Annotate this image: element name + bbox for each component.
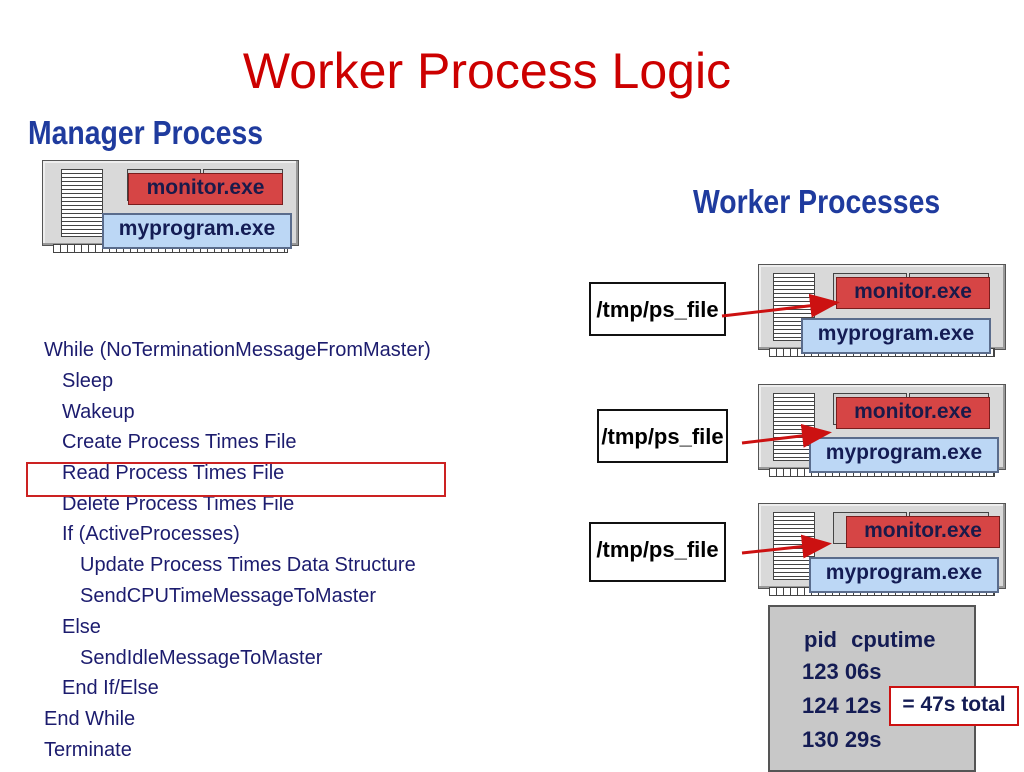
- code-line: Create Process Times File: [62, 431, 297, 453]
- code-line: Terminate: [44, 739, 132, 761]
- read-file-highlight: [26, 462, 446, 497]
- worker-2-monitor-label: monitor.exe: [836, 397, 990, 429]
- total-cputime-box: = 47s total: [889, 686, 1019, 726]
- worker-1-ps-file: /tmp/ps_file: [589, 282, 726, 336]
- table-row: 124 12s: [802, 693, 882, 718]
- code-line: SendCPUTimeMessageToMaster: [80, 585, 377, 607]
- code-line: SendIdleMessageToMaster: [80, 647, 323, 669]
- worker-3-program-label: myprogram.exe: [809, 557, 999, 593]
- code-line: Wakeup: [62, 401, 135, 423]
- table-header: pid cputime: [804, 627, 935, 653]
- header-pid: pid: [804, 627, 837, 652]
- arrow-worker-2: [741, 423, 832, 448]
- worker-2-ps-file: /tmp/ps_file: [597, 409, 728, 463]
- worker-1-monitor-label: monitor.exe: [836, 277, 990, 309]
- table-row: 130 29s: [802, 727, 882, 752]
- manager-process-heading: Manager Process: [28, 114, 264, 151]
- manager-program-label: myprogram.exe: [102, 213, 292, 249]
- worker-3-ps-file: /tmp/ps_file: [589, 522, 726, 582]
- code-line: Update Process Times Data Structure: [80, 554, 416, 576]
- header-cputime: cputime: [851, 627, 936, 652]
- code-line: End While: [44, 708, 136, 730]
- server-vents: [61, 169, 103, 237]
- code-line: Sleep: [62, 370, 114, 392]
- slide-title: Worker Process Logic: [242, 43, 732, 99]
- code-line: Else: [62, 616, 101, 638]
- code-line: Delete Process Times File: [62, 493, 295, 515]
- worker-3-monitor-label: monitor.exe: [846, 516, 1000, 548]
- code-line: While (NoTerminationMessageFromMaster): [44, 339, 431, 361]
- arrow-worker-3: [741, 534, 832, 559]
- table-row: 123 06s: [802, 659, 882, 684]
- worker-1-program-label: myprogram.exe: [801, 318, 991, 354]
- code-line: If (ActiveProcesses): [62, 523, 240, 545]
- arrow-worker-1: [721, 293, 840, 318]
- code-line: End If/Else: [62, 677, 159, 699]
- worker-processes-heading: Worker Processes: [693, 183, 941, 220]
- worker-2-program-label: myprogram.exe: [809, 437, 999, 473]
- code-line: Read Process Times File: [62, 462, 285, 484]
- manager-monitor-label: monitor.exe: [128, 173, 283, 205]
